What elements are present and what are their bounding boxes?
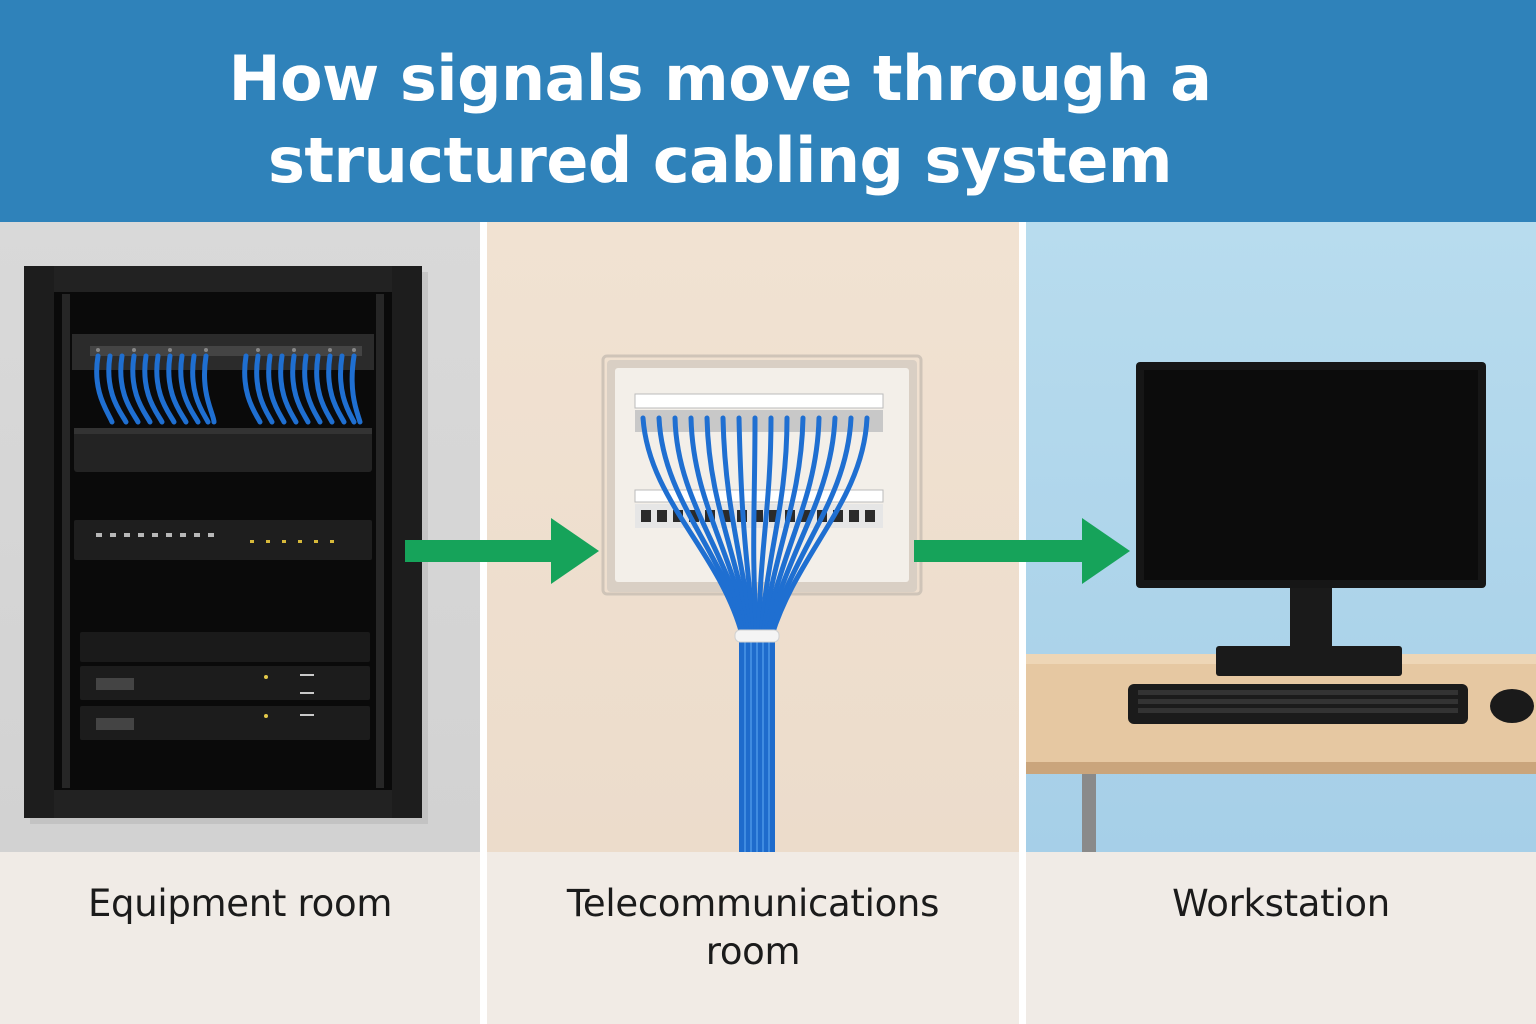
stage-label-equipment-room: Equipment room xyxy=(87,882,393,925)
patch-panel-icon xyxy=(601,354,923,852)
panel-divider xyxy=(480,222,487,1024)
computer-monitor-icon xyxy=(1026,362,1536,852)
panel-divider xyxy=(1019,222,1026,1024)
panel-telecommunications-room: Telecommunications room xyxy=(487,222,1019,1024)
stage-label-telecommunications-room: Telecommunications room xyxy=(566,882,940,973)
server-rack-icon xyxy=(24,266,428,824)
page-title: How signals move through a structured ca… xyxy=(228,42,1212,197)
panel-equipment-room: Equipment room xyxy=(0,222,480,1024)
label-area-equipment-room: Equipment room xyxy=(0,852,480,1024)
label-area-workstation: Workstation xyxy=(1026,852,1536,1024)
stage-label-workstation: Workstation xyxy=(1172,882,1390,925)
arrow-right-icon xyxy=(405,518,599,584)
equipment-room-scene xyxy=(0,222,480,852)
label-area-telecommunications-room: Telecommunications room xyxy=(487,852,1019,1024)
workstation-scene xyxy=(1026,222,1536,852)
panel-workstation: Workstation xyxy=(1026,222,1536,1024)
header-banner: How signals move through a structured ca… xyxy=(0,0,1536,222)
arrow-right-icon xyxy=(914,518,1130,584)
